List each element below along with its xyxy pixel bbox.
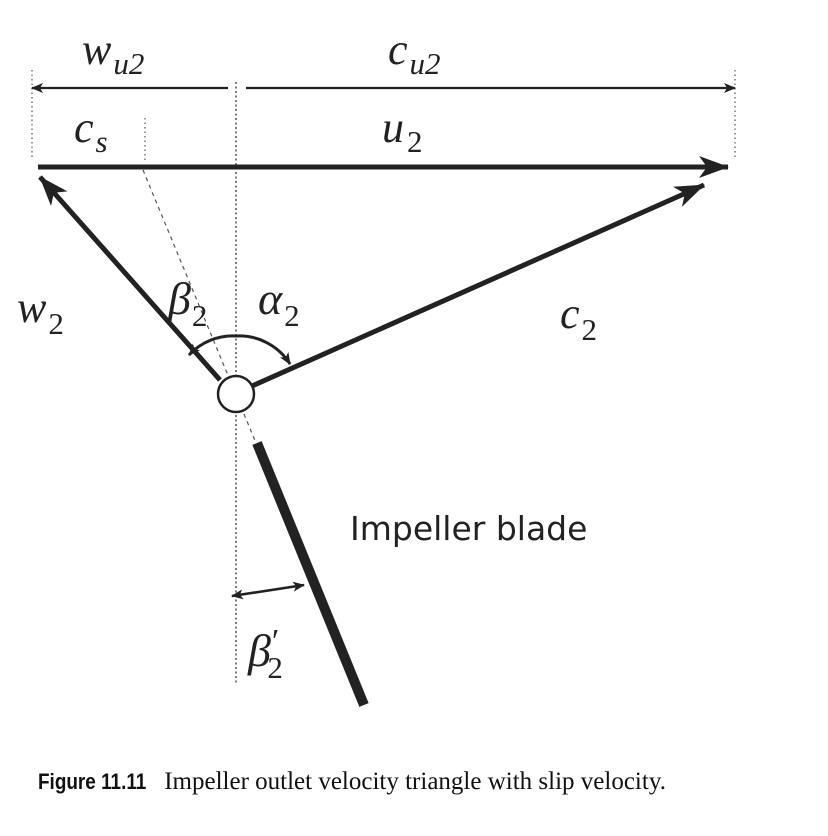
alpha2-angle-arc xyxy=(235,334,292,365)
label-cs: cs xyxy=(74,103,108,159)
label-wu2: wu2 xyxy=(82,25,144,81)
label-beta2-prime: β′2 xyxy=(247,623,283,685)
label-u2: u2 xyxy=(382,103,423,159)
label-w2: w2 xyxy=(17,283,64,341)
beta2-angle-arc xyxy=(187,334,237,357)
blade-angle-extension-line xyxy=(142,169,257,444)
impeller-outlet-point xyxy=(216,374,256,414)
label-impeller-blade: Impeller blade xyxy=(350,509,587,548)
label-c2: c2 xyxy=(560,289,597,347)
impeller-blade xyxy=(252,441,369,707)
label-cu2: cu2 xyxy=(388,25,441,81)
figure-number: Figure 11.11 xyxy=(38,769,147,794)
figure-caption: Figure 11.11 Impeller outlet velocity tr… xyxy=(38,768,818,796)
label-beta2: β2 xyxy=(167,273,207,333)
figure-caption-text: Impeller outlet velocity triangle with s… xyxy=(164,768,666,795)
label-alpha2: α2 xyxy=(258,273,300,333)
c2-vector xyxy=(250,182,706,389)
beta2-prime-angle-arrow xyxy=(231,581,305,600)
